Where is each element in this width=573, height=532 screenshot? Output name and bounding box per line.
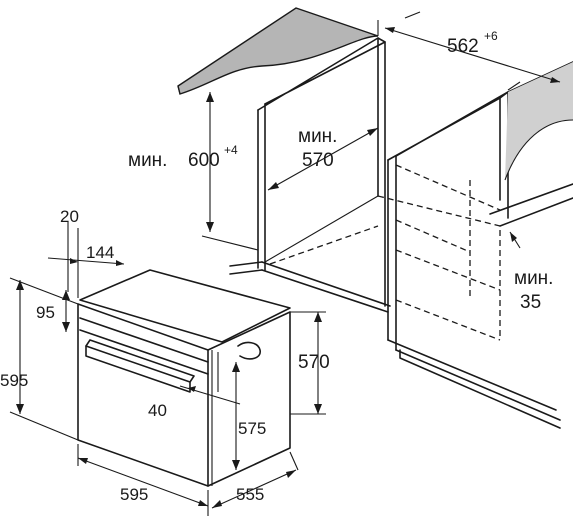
label-gap-35: 35: [520, 292, 541, 313]
dim-labels: 562 +6 мин. 600 +4 мин. 570 мин. 35 20 1…: [0, 29, 553, 504]
label-height-600: 600: [188, 150, 220, 171]
label-oven-depth-555: 555: [236, 485, 264, 504]
label-panel-20: 20: [60, 207, 79, 226]
dim-lines: [9, 11, 561, 516]
cabinet-niche: [177, 7, 573, 429]
label-top-95: 95: [36, 303, 55, 322]
label-oven-width-595: 595: [120, 485, 148, 504]
label-panel-144: 144: [86, 243, 114, 262]
label-width-562: 562: [447, 36, 479, 57]
label-gap-min-prefix: мин.: [514, 268, 553, 289]
label-oven-height-595: 595: [0, 371, 28, 390]
oven-body: [77, 269, 291, 487]
label-inner-575: 575: [238, 419, 266, 438]
label-height-min-prefix: мин.: [128, 150, 167, 171]
label-depth-min-prefix: мин.: [298, 126, 337, 147]
label-height-tolerance: +4: [224, 143, 238, 157]
label-side-570: 570: [298, 352, 330, 373]
countertop-slab: [177, 7, 379, 95]
label-depth-570: 570: [302, 150, 334, 171]
rear-panel-top: [505, 62, 573, 180]
label-handle-40: 40: [148, 401, 167, 420]
label-width-tolerance: +6: [484, 29, 498, 43]
